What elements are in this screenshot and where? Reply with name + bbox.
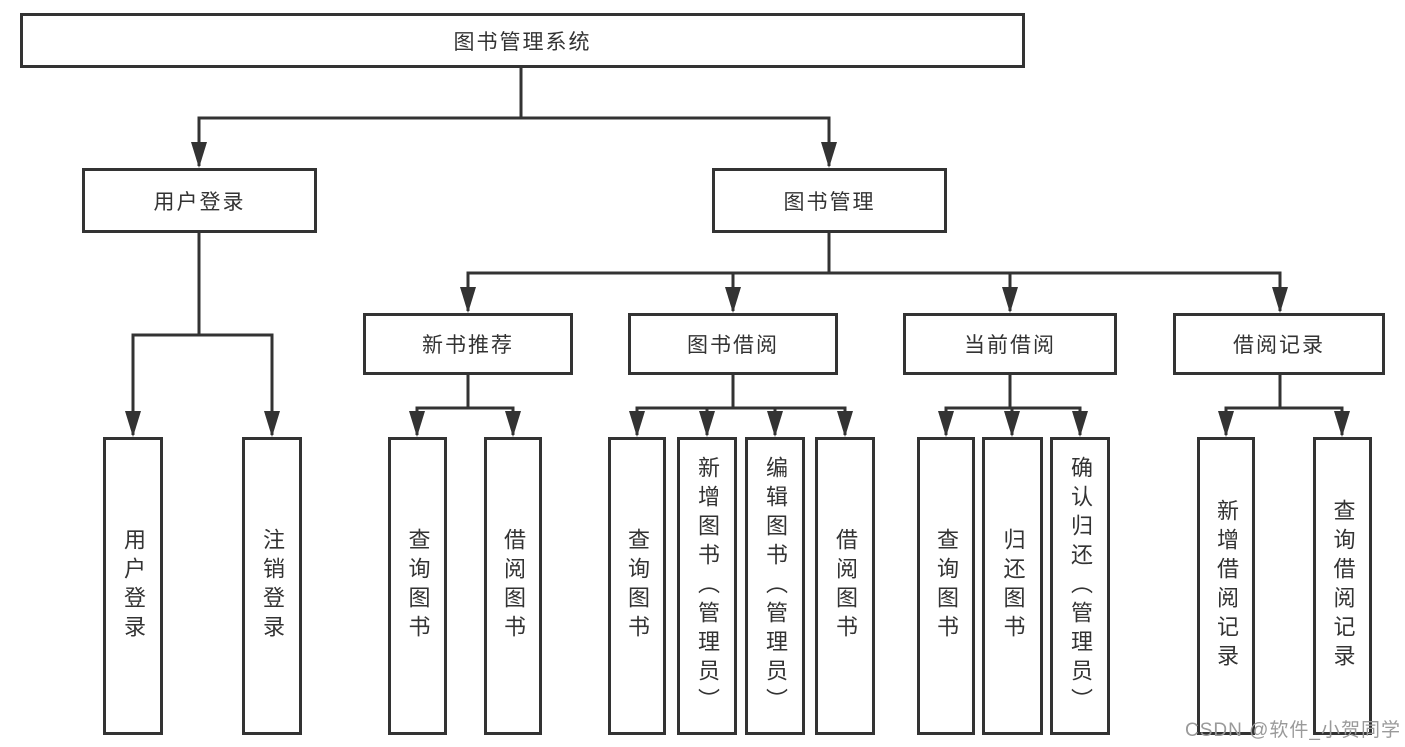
csdn-watermark: CSDN @软件_小贺同学 [1185, 720, 1401, 741]
arrowhead [821, 142, 837, 168]
arrowhead [1218, 411, 1234, 437]
connector-borrow-bar [635, 406, 847, 435]
leaf-borrow-add-book-admin: 新增图书（管理员） [677, 437, 737, 735]
arrowhead [191, 142, 207, 168]
arrowhead [1004, 411, 1020, 437]
leaf-current-query-book: 查询图书 [917, 437, 975, 735]
arrowhead [767, 411, 783, 437]
arrowhead [629, 411, 645, 437]
leaf-newbook-borrow-book: 借阅图书 [484, 437, 542, 735]
leaf-current-confirm-return-admin: 确认归还（管理员） [1050, 437, 1110, 735]
arrowhead [938, 411, 954, 437]
leaf-newbook-query-book: 查询图书 [388, 437, 447, 735]
arrowhead [1002, 287, 1018, 313]
connector-level1-bar [197, 116, 831, 166]
leaf-current-return-book: 归还图书 [982, 437, 1043, 735]
leaf-records-query-record: 查询借阅记录 [1313, 437, 1372, 735]
arrowhead [264, 411, 280, 437]
node-book-management: 图书管理 [712, 168, 947, 233]
arrowhead [837, 411, 853, 437]
arrowhead [699, 411, 715, 437]
connector-newbook-bar [415, 406, 515, 435]
node-book-borrow: 图书借阅 [628, 313, 838, 375]
node-user-login: 用户登录 [82, 168, 317, 233]
arrowhead [1272, 287, 1288, 313]
arrowhead [725, 287, 741, 313]
arrowhead [409, 411, 425, 437]
arrowhead [1334, 411, 1350, 437]
connector-records-bar [1224, 406, 1344, 435]
leaf-user-login: 用户登录 [103, 437, 163, 735]
arrowhead [505, 411, 521, 437]
connector-userlogin-bar [131, 333, 274, 435]
leaf-borrow-edit-book-admin: 编辑图书（管理员） [745, 437, 805, 735]
arrowhead [125, 411, 141, 437]
leaf-borrow-query-book: 查询图书 [608, 437, 666, 735]
connector-level2-bar [466, 271, 1282, 311]
node-book-management-system: 图书管理系统 [20, 13, 1025, 68]
arrowhead [1072, 411, 1088, 437]
node-new-book-recommend: 新书推荐 [363, 313, 573, 375]
leaf-logout-login: 注销登录 [242, 437, 302, 735]
node-borrow-records: 借阅记录 [1173, 313, 1385, 375]
arrowhead [460, 287, 476, 313]
leaf-records-add-record: 新增借阅记录 [1197, 437, 1255, 735]
leaf-borrow-borrow-book: 借阅图书 [815, 437, 875, 735]
node-current-borrow: 当前借阅 [903, 313, 1117, 375]
arrowheads [125, 142, 1350, 437]
